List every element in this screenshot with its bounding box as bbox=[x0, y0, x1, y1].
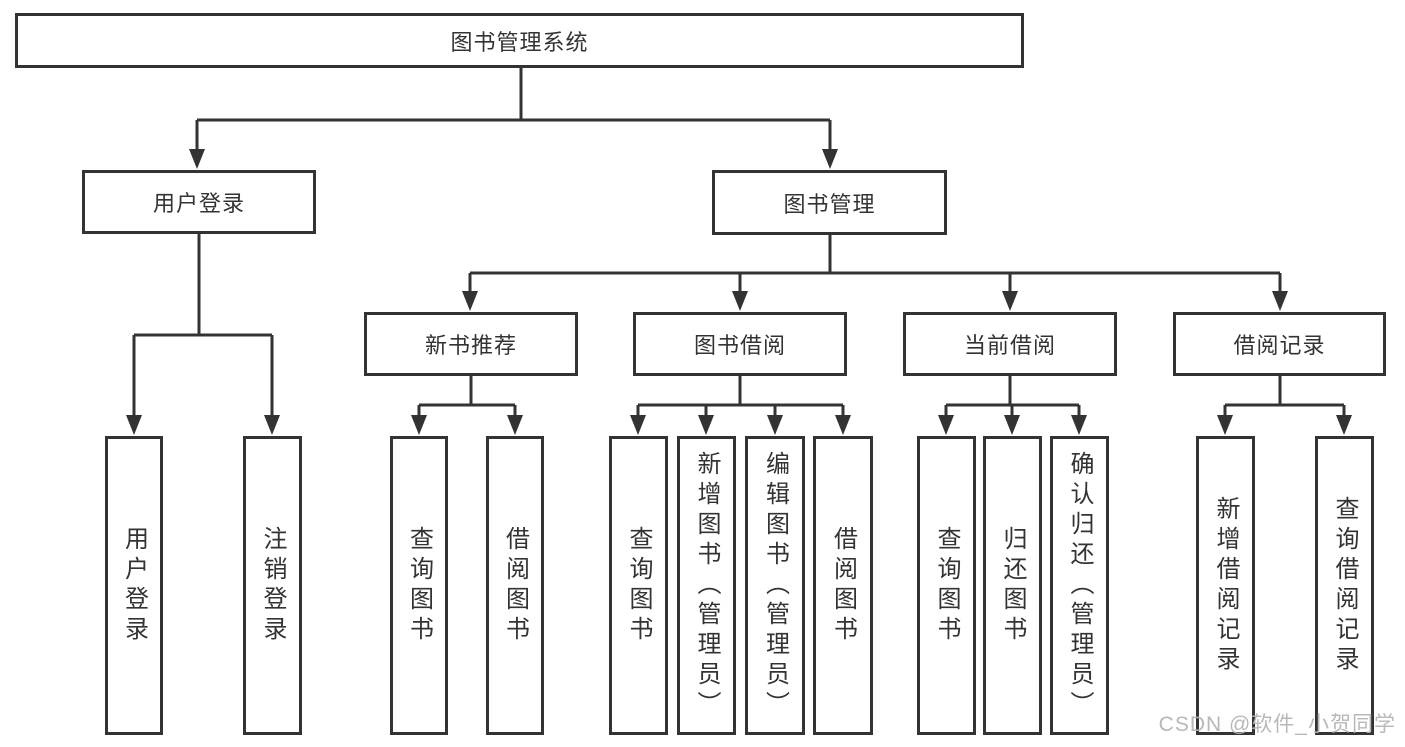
node-leaf-query-books-borrow: 查询图书 bbox=[609, 436, 668, 735]
node-label: 查询借阅记录 bbox=[1331, 495, 1358, 676]
node-label: 图书管理 bbox=[783, 191, 876, 217]
arrow-down-icon bbox=[835, 415, 851, 435]
arrow-down-icon bbox=[698, 415, 714, 435]
arrow-down-icon bbox=[1272, 291, 1288, 311]
connector-user-login-to-leaves bbox=[132, 234, 274, 418]
csdn-watermark: CSDN @软件_小贺同学 bbox=[1158, 713, 1396, 736]
node-leaf-add-books-admin: 新增图书（管理员） bbox=[677, 436, 736, 735]
node-borrowing-records: 借阅记录 bbox=[1173, 312, 1386, 376]
node-leaf-edit-books-admin: 编辑图书（管理员） bbox=[745, 436, 805, 735]
node-leaf-query-books-recommend: 查询图书 bbox=[390, 436, 448, 735]
arrow-down-icon bbox=[189, 149, 205, 169]
connector-book-management-to-level2 bbox=[468, 235, 1282, 294]
arrow-down-icon bbox=[1004, 415, 1020, 435]
node-label: 注销登录 bbox=[259, 525, 286, 646]
node-label: 新增图书（管理员） bbox=[693, 450, 720, 721]
arrow-down-icon bbox=[1002, 291, 1018, 311]
arrow-down-icon bbox=[507, 415, 523, 435]
node-label: 新增借阅记录 bbox=[1212, 495, 1239, 676]
node-new-book-recommendation: 新书推荐 bbox=[364, 312, 578, 376]
node-label: 当前借阅 bbox=[963, 333, 1056, 358]
node-leaf-add-borrow-record: 新增借阅记录 bbox=[1196, 436, 1255, 735]
node-book-management-system: 图书管理系统 bbox=[15, 13, 1024, 68]
arrow-down-icon bbox=[1071, 415, 1087, 435]
arrowhead-group bbox=[126, 149, 1352, 435]
node-label: 借阅记录 bbox=[1233, 333, 1326, 358]
node-leaf-logout: 注销登录 bbox=[243, 436, 302, 735]
arrow-down-icon bbox=[411, 415, 427, 435]
node-label: 借阅图书 bbox=[501, 525, 529, 646]
arrow-down-icon bbox=[732, 291, 748, 311]
arrow-down-icon bbox=[1217, 415, 1233, 435]
arrow-down-icon bbox=[126, 415, 142, 435]
node-book-management: 图书管理 bbox=[712, 170, 947, 235]
node-label: 查询图书 bbox=[405, 525, 433, 646]
node-label: 用户登录 bbox=[152, 191, 245, 216]
node-leaf-query-borrow-record: 查询借阅记录 bbox=[1315, 436, 1374, 735]
node-label: 归还图书 bbox=[999, 525, 1026, 646]
node-label: 编辑图书（管理员） bbox=[761, 450, 789, 721]
node-book-borrowing: 图书借阅 bbox=[633, 312, 847, 376]
node-leaf-confirm-return-admin: 确认归还（管理员） bbox=[1050, 436, 1109, 735]
node-leaf-borrow-books-recommend: 借阅图书 bbox=[486, 436, 544, 735]
node-leaf-return-books: 归还图书 bbox=[983, 436, 1042, 735]
connector-borrowing-records bbox=[1223, 376, 1346, 418]
node-current-borrowing: 当前借阅 bbox=[903, 312, 1117, 376]
arrow-down-icon bbox=[264, 415, 280, 435]
node-label: 查询图书 bbox=[933, 525, 960, 646]
arrow-down-icon bbox=[462, 291, 478, 311]
arrow-down-icon bbox=[767, 415, 783, 435]
node-label: 确认归还（管理员） bbox=[1066, 450, 1093, 721]
connector-current-borrowing bbox=[944, 376, 1081, 418]
connector-root-to-level1 bbox=[195, 68, 832, 152]
node-leaf-user-login: 用户登录 bbox=[105, 436, 163, 735]
node-label: 图书借阅 bbox=[693, 333, 786, 358]
node-leaf-query-books-current: 查询图书 bbox=[917, 436, 976, 735]
node-user-login: 用户登录 bbox=[82, 170, 316, 234]
node-label: 借阅图书 bbox=[829, 525, 857, 646]
arrow-down-icon bbox=[630, 415, 646, 435]
node-label: 新书推荐 bbox=[424, 333, 517, 358]
node-label: 用户登录 bbox=[120, 525, 148, 646]
connector-book-borrowing bbox=[636, 376, 845, 418]
node-label: 查询图书 bbox=[625, 525, 652, 646]
arrow-down-icon bbox=[938, 415, 954, 435]
connector-new-book-recommendation bbox=[417, 376, 517, 418]
arrow-down-icon bbox=[822, 149, 838, 169]
arrow-down-icon bbox=[1336, 415, 1352, 435]
node-label: 图书管理系统 bbox=[450, 29, 589, 55]
node-leaf-borrow-books: 借阅图书 bbox=[813, 436, 873, 735]
